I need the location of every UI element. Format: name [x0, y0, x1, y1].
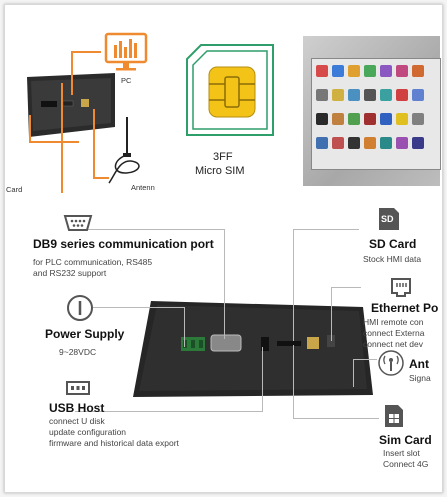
connector-line	[184, 307, 185, 347]
connector-line	[93, 177, 109, 179]
micro-sim-graphic	[185, 43, 279, 141]
usb-icon	[65, 379, 91, 397]
sim-feature-title: Sim Card	[379, 433, 432, 447]
sim-feature-desc-1: Insert slot	[383, 448, 420, 458]
hmi-screen	[311, 58, 441, 170]
connector-line	[293, 418, 379, 419]
connector-line	[71, 51, 101, 53]
ethernet-desc-2: connect Externa	[363, 328, 425, 338]
hmi-screen-photo	[303, 36, 441, 186]
connector-line	[75, 411, 263, 412]
connector-line	[93, 109, 95, 179]
connector-line	[29, 115, 31, 143]
power-desc-1: 9~28VDC	[59, 347, 97, 357]
power-icon	[65, 293, 95, 323]
antenna-feature-title: Ant	[409, 357, 429, 371]
ethernet-desc-3: connect net dev	[363, 339, 424, 349]
db9-desc-1: for PLC communication, RS485	[33, 257, 153, 267]
sim-size-label: 3FF	[213, 151, 233, 163]
db9-port-icon	[63, 213, 93, 233]
connector-line	[293, 345, 294, 419]
connector-line	[224, 229, 225, 339]
connector-line	[262, 347, 263, 412]
connector-line	[293, 229, 359, 230]
sd-desc-1: Stock HMI data	[363, 254, 422, 264]
antenna-icon	[105, 115, 155, 190]
sim-feature-desc-2: Connect 4G	[383, 459, 429, 469]
sd-title: SD Card	[369, 237, 417, 251]
connector-line	[353, 359, 377, 360]
connector-line	[75, 307, 185, 308]
connector-line	[71, 51, 73, 95]
usb-desc-3: firmware and historical data export	[49, 438, 179, 448]
product-feature-image: PC Antenna Sim Card 3FF Micro SIM	[4, 4, 443, 493]
pc-monitor-icon	[103, 31, 149, 75]
device-corner-photo	[23, 71, 119, 139]
pc-label: PC	[121, 76, 132, 85]
connector-line	[353, 359, 354, 387]
ethernet-desc-1: HMI remote con	[363, 317, 424, 327]
ethernet-title: Ethernet Po	[371, 301, 439, 315]
connector-line	[293, 229, 294, 341]
sim-card-label: Sim Card	[5, 185, 23, 194]
usb-desc-2: update configuration	[49, 427, 127, 437]
power-title: Power Supply	[45, 327, 125, 341]
connector-line	[75, 229, 225, 230]
antenna-label: Antenna	[131, 183, 155, 192]
db9-title: DB9 series communication port	[33, 237, 214, 251]
antenna-feature-desc-1: Signa	[409, 373, 431, 383]
ethernet-icon	[389, 275, 413, 299]
hmi-back-panel	[131, 297, 375, 401]
connector-line	[331, 287, 332, 341]
connector-line	[61, 83, 63, 193]
sd-card-icon: SD	[377, 206, 401, 232]
connector-line	[331, 287, 361, 288]
antenna-icon	[377, 349, 405, 377]
sim-card-icon	[383, 403, 405, 429]
connector-line	[29, 141, 79, 143]
usb-title: USB Host	[49, 401, 105, 415]
db9-desc-2: and RS232 support	[33, 268, 107, 278]
usb-desc-1: connect U disk	[49, 416, 105, 426]
sim-type-label: Micro SIM	[195, 165, 245, 177]
sd-icon-text: SD	[381, 214, 394, 224]
